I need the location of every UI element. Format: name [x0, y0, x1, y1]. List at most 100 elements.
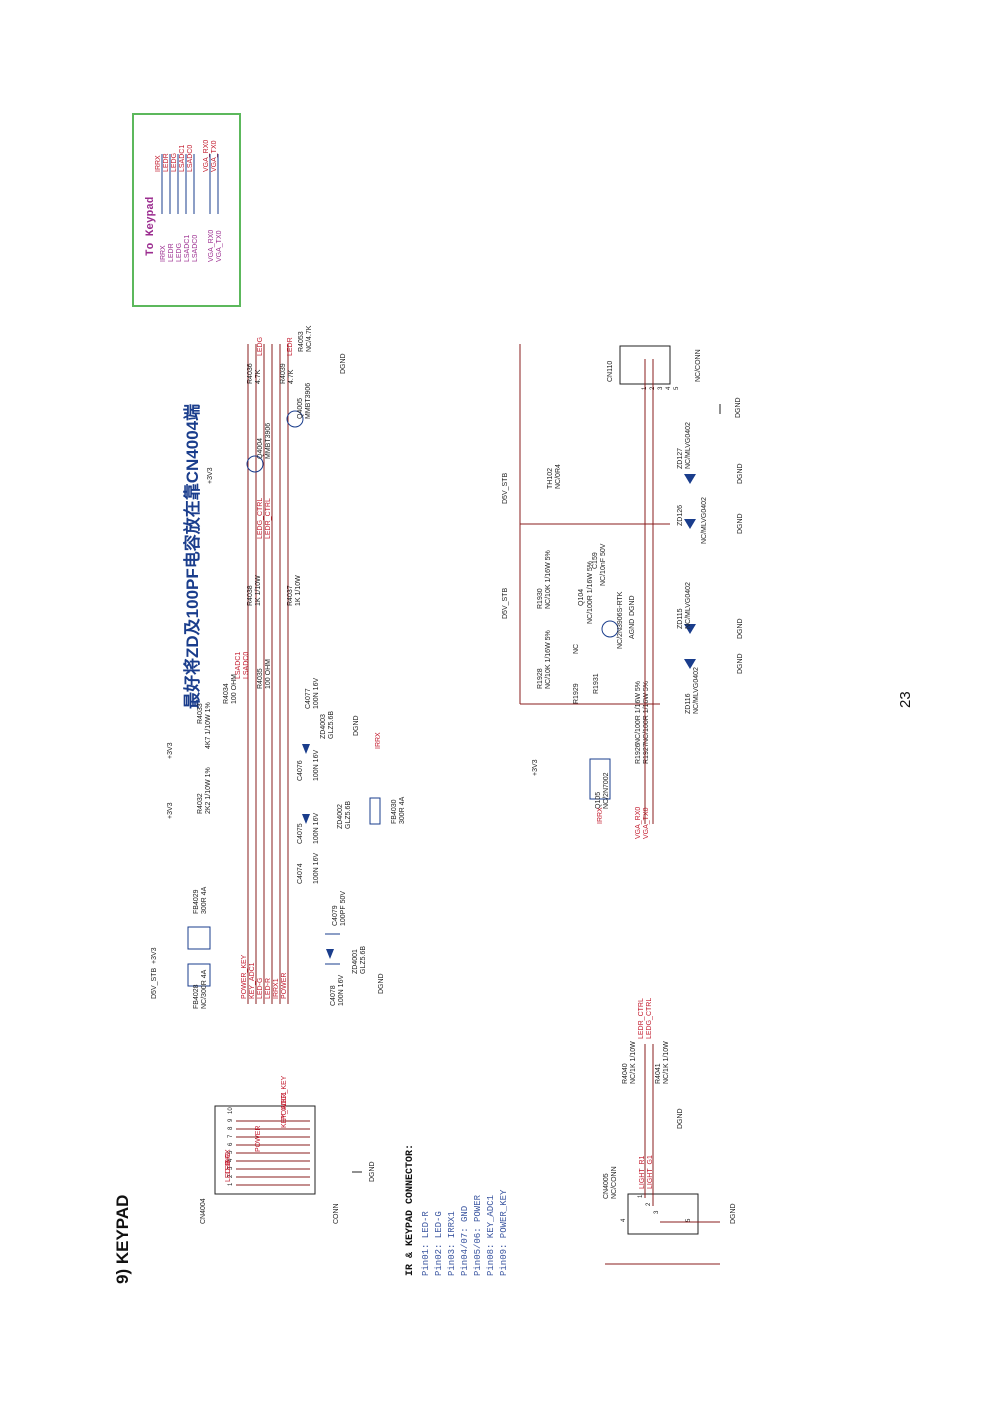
connector-note-line-5: Pin05/06: POWER [473, 1194, 483, 1276]
c4079-value: 100PF 50V [340, 891, 347, 926]
c4077-value: 100N 16V [313, 678, 320, 709]
c4079: C4079 100PF 50V [325, 891, 347, 935]
r4033-value: 4K7 1/10W 1% [205, 702, 212, 749]
bus-power-key: POWER_KEY [241, 954, 248, 999]
cn4005-value: NC/CONN [611, 1166, 618, 1199]
r4032-ref: R4032 [197, 793, 204, 814]
cn110-value: NC/CONN [695, 349, 702, 382]
r4034-ref: R4034 [223, 683, 230, 704]
zd116: ZD116 NC/MLVG0402 [684, 659, 700, 714]
q105-value: NC/2N7002 [603, 772, 610, 809]
zd4001-ref: ZD4001 [352, 949, 359, 974]
r1931-ref: R1931 [593, 673, 600, 694]
th102-value: NC/0R4 [555, 464, 562, 489]
connector-note-line-4: Pin04/07: GND [460, 1206, 470, 1276]
irrx-net-label: IRRX [375, 732, 382, 749]
tk-wires [161, 154, 219, 214]
r4038: R4038 1K 1/10W [247, 575, 262, 606]
r4038-value: 1K 1/10W [255, 575, 262, 606]
cn4004-net-keyadc1: KEY_ADC1 [281, 1091, 288, 1128]
cn4005-connector: CN4005 NC/CONN 1 2 3 4 5 LIGHT_R1 LIGHT_… [603, 1044, 737, 1265]
r1930: R1930 NC/10K 1/16W 5% [537, 550, 552, 609]
r4034: R4034 100 OHM [223, 674, 238, 704]
bus-power: POWER [281, 973, 288, 999]
d5v-stb-label-1: D5V_STB [151, 968, 158, 999]
r4041: R4041 NC/1K 1/10W [655, 1041, 670, 1084]
dgnd-r4041: DGND [677, 1108, 684, 1129]
tk-right-irrx: IRRX [155, 155, 162, 172]
r1928-value: NC/10K 1/16W 5% [545, 630, 552, 689]
cn4004-pin-10: 10 [228, 1107, 234, 1114]
fb4029-ref: FB4029 [193, 889, 200, 914]
tk-right-lsadc1: LSADC1 [179, 145, 186, 172]
cn4005-pin-2: 2 [646, 1202, 652, 1206]
r4035: R4035 100 OHM [257, 659, 272, 689]
ledr-net-label: LEDR [287, 337, 294, 356]
connector-note-line-3: Pin03: IRRX1 [447, 1211, 457, 1276]
lsadc1-net-label: LSADC1 [235, 652, 242, 679]
connector-notes: IR & KEYPAD CONNECTOR: Pin01: LED-R Pin0… [405, 1144, 509, 1276]
zd126-ref: ZD126 [677, 505, 684, 526]
q4004-value: MMBT3906 [265, 423, 272, 459]
c4074: C4074 100N 16V [297, 853, 320, 884]
fb4030-value: 300R 4A [399, 796, 406, 824]
tk-left-vgatx0: VGA_TX0 [216, 230, 223, 262]
lsadc0-net-label: LSADC0 [243, 652, 250, 679]
cn4004-pin-5: 5 [228, 1150, 234, 1154]
section-title: 9) KEYPAD [113, 1195, 132, 1284]
zd115: ZD115 NC/MLVG0402 [677, 582, 696, 634]
tk-left-vgarx0: VGA_RX0 [208, 230, 215, 262]
tk-left-ledg: LEDG [176, 243, 183, 262]
r4037-value: 1K 1/10W [295, 575, 302, 606]
c4074-value: 100N 16V [313, 853, 320, 884]
connector-note-line-6: Pin08: KEY_ADC1 [486, 1195, 496, 1276]
cn110-dgnd: DGND [735, 397, 742, 418]
cn4004-value: CONN [333, 1203, 340, 1224]
zd115-ref: ZD115 [677, 608, 684, 629]
connector-note-line-2: Pin02: LED-G [434, 1211, 444, 1276]
r4032-value: 2K2 1/10W 1% [205, 767, 212, 814]
cn4005-pin-5: 5 [686, 1218, 692, 1222]
tk-left-irrx: IRRX [160, 245, 167, 262]
r4037: R4037 1K 1/10W [287, 575, 302, 606]
r4034-value: 100 OHM [231, 674, 238, 704]
dgnd-zd126: DGND [737, 513, 744, 534]
r4041-value: NC/1K 1/10W [663, 1041, 670, 1084]
ledr-ctrl-label: LEDR_CTRL [265, 498, 272, 539]
keypad-bus-wires [247, 344, 289, 1004]
zd126-value: NC/MLVG0402 [701, 497, 708, 544]
cn4005-net-lightg1: LIGHT_G1 [647, 1155, 654, 1189]
q105: Q105 NC/2N7002 [589, 758, 611, 809]
cn4004-pin-8: 8 [228, 1126, 234, 1130]
cn4004-dgnd: DGND [369, 1161, 376, 1182]
r4053-value: NC/4.7K [306, 325, 313, 352]
zd115-value: NC/MLVG0402 [685, 582, 692, 629]
cn4004-pin-2: 2 [228, 1174, 234, 1178]
cn110-pin-4: 4 [666, 386, 672, 390]
c4079-ref: C4079 [332, 905, 339, 926]
cn4004-net-irrx: IRRX [225, 1149, 232, 1166]
ledr-ctrl-lower: LEDR_CTRL [638, 998, 645, 1039]
cn4005-pin-1: 1 [638, 1194, 644, 1198]
r4032: +3V3 R4032 2K2 1/10W 1% [167, 767, 212, 819]
dgnd-c4077: DGND [353, 715, 360, 736]
r4035-ref: R4035 [257, 668, 264, 689]
zd4001-value: GLZ5.6B [360, 946, 367, 974]
connector-note-line-1: Pin01: LED-R [421, 1211, 431, 1276]
c4074-ref: C4074 [297, 863, 304, 884]
dgnd-zd4001: DGND [378, 973, 385, 994]
th102-ref: TH102 [547, 468, 554, 489]
cn4004-net-powerkey: POWER_KEY [281, 1075, 288, 1120]
r1930-ref: R1930 [537, 588, 544, 609]
ledg-ctrl-label: LEDG_CTRL [257, 498, 264, 539]
r4037-ref: R4037 [287, 585, 294, 606]
q4004-ref: Q4004 [257, 438, 264, 459]
dgnd-c159: DGND [629, 595, 636, 616]
cn110-connector: CN110 NC/CONN 1 2 3 4 5 DGND [607, 345, 742, 418]
c4078-ref: C4078 [330, 985, 337, 1006]
c4078-value: 100N 16V [338, 975, 345, 1006]
q4005: Q4005 MMBT3906 [286, 383, 312, 428]
fb4028: FB4028 NC/300R 4A [187, 963, 211, 1009]
nc-label: NC [573, 644, 580, 654]
